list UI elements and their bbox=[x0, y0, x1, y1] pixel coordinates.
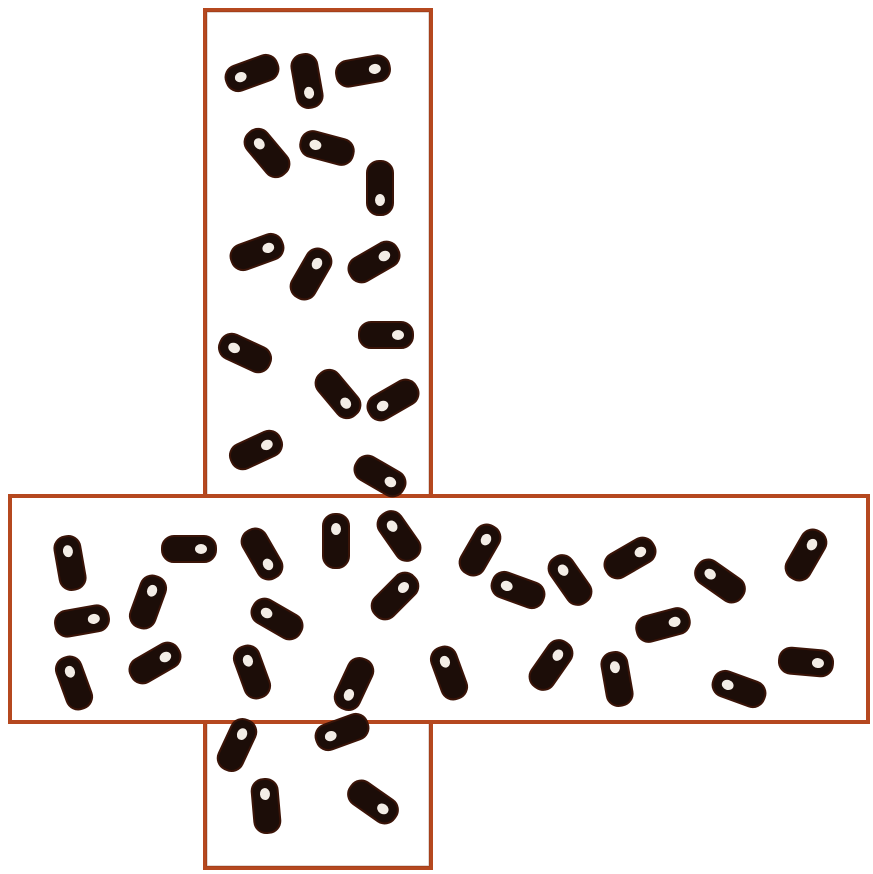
capsule-particle bbox=[367, 161, 393, 215]
capsule-body bbox=[311, 365, 366, 423]
capsule-body bbox=[323, 514, 349, 568]
capsule-particle bbox=[323, 514, 349, 568]
capsule-body bbox=[363, 375, 423, 425]
capsule-particle bbox=[290, 52, 325, 110]
capsule-body bbox=[286, 244, 336, 304]
capsule-body bbox=[251, 778, 282, 834]
capsule-body bbox=[222, 52, 282, 95]
capsule-body bbox=[350, 451, 410, 501]
capsule-particle bbox=[298, 128, 357, 167]
capsule-hole bbox=[331, 523, 341, 535]
capsule-body bbox=[343, 776, 402, 828]
capsule-particle bbox=[311, 365, 366, 423]
capsule-body bbox=[298, 128, 357, 167]
capsule-hole bbox=[375, 194, 385, 206]
capsule-particle bbox=[214, 715, 260, 775]
capsule-body bbox=[227, 231, 287, 274]
capsule-body bbox=[367, 161, 393, 215]
capsule-particle bbox=[226, 427, 286, 473]
capsule-body bbox=[226, 427, 286, 473]
capsule-particle bbox=[350, 451, 410, 501]
capsule-particle bbox=[359, 322, 413, 348]
capsule-body bbox=[162, 536, 216, 562]
capsule-particle bbox=[162, 536, 216, 562]
capsule-body bbox=[359, 322, 413, 348]
capsule-body bbox=[778, 647, 834, 678]
capsule-particle bbox=[215, 330, 275, 376]
capsule-particle bbox=[334, 54, 392, 89]
capsule-body bbox=[334, 54, 392, 89]
capsule-body bbox=[214, 715, 260, 775]
capsule-body bbox=[240, 124, 295, 182]
capsule-particle bbox=[778, 647, 834, 678]
capsule-hole bbox=[392, 330, 404, 340]
capsule-body bbox=[344, 237, 404, 287]
capsule-body bbox=[290, 52, 325, 110]
capsule-particle bbox=[240, 124, 295, 182]
capsule-body bbox=[215, 330, 275, 376]
capsule-particle bbox=[286, 244, 336, 304]
capsule-particle bbox=[343, 776, 402, 828]
capsule-particle bbox=[227, 231, 287, 274]
capsule-hole bbox=[195, 544, 207, 554]
capsule-particle bbox=[363, 375, 423, 425]
capsule-particle bbox=[344, 237, 404, 287]
capsule-particle bbox=[251, 778, 282, 834]
capsule-particle bbox=[222, 52, 282, 95]
